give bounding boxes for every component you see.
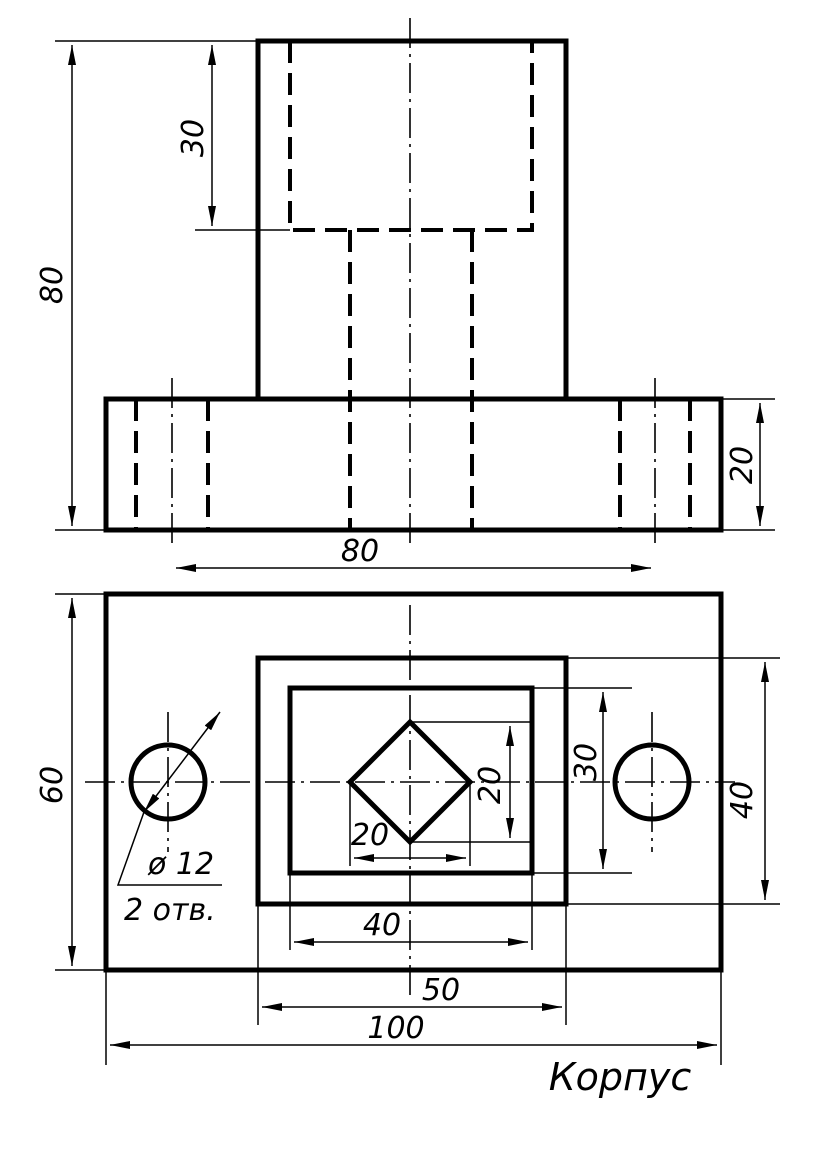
hole-diameter-label: ø 12 — [147, 847, 214, 882]
hole-diameter-leader — [116, 811, 222, 886]
top-base-outline — [103, 591, 724, 973]
front-base-outline — [103, 396, 724, 533]
dim-pocket-depth: 30 — [569, 743, 604, 781]
dim-boss-depth: 40 — [725, 781, 760, 819]
dim-bore-depth: 30 — [176, 119, 211, 157]
dim-total-height: 80 — [35, 266, 70, 304]
hole-diameter-leader-arrow — [143, 711, 221, 813]
dim-total-width: 100 — [367, 1011, 424, 1046]
dim-hole-spacing: 80 — [341, 534, 379, 569]
top-boss-outline — [255, 655, 569, 907]
mounting-hole-right — [612, 742, 692, 822]
dim-square-height: 20 — [473, 766, 508, 804]
part-title: Корпус — [549, 1055, 692, 1099]
dim-square-width: 20 — [351, 818, 389, 853]
front-boss-outline — [255, 38, 569, 402]
hole-count-label: 2 отв. — [124, 893, 216, 928]
front-view: 80 30 20 80 — [35, 18, 775, 572]
dim-pocket-width: 40 — [363, 908, 401, 943]
front-bore-hidden — [288, 41, 534, 232]
top-view: 60 40 30 20 20 40 50 100 ø 12 2 отв. — [35, 591, 780, 1065]
dim-depth: 60 — [35, 766, 70, 804]
top-pocket-outline — [287, 685, 535, 876]
dim-boss-width: 50 — [422, 973, 460, 1008]
dim-base-height: 20 — [725, 446, 760, 484]
